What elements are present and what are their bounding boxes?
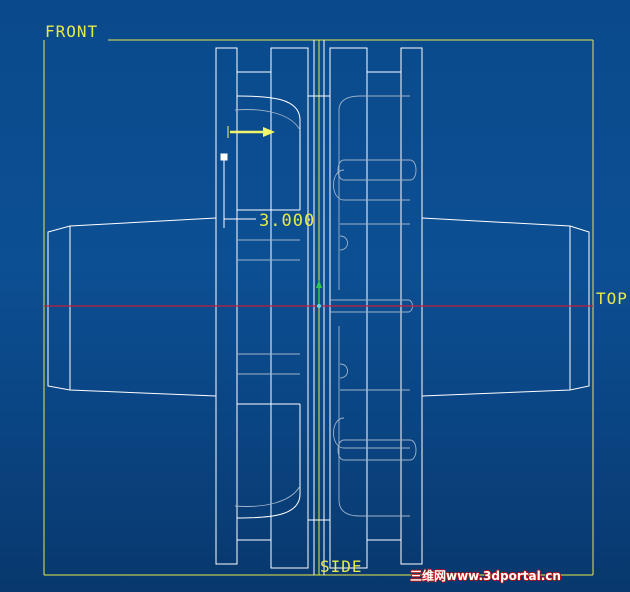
left-inner-disc <box>270 47 309 569</box>
left-shaft <box>47 217 217 397</box>
drag-handle <box>220 153 228 161</box>
coordinate-axes <box>44 280 593 308</box>
watermark-logo: 三维网www.3dportal.cn <box>410 569 561 583</box>
dimension-annotation[interactable] <box>220 153 256 228</box>
drag-direction-arrow[interactable] <box>227 126 275 138</box>
right-inner-disc <box>329 47 368 569</box>
datum-front-label: FRONT <box>45 22 99 41</box>
hidden-lines <box>234 95 417 517</box>
dimension-value[interactable]: 3.000 <box>259 211 316 231</box>
right-shaft <box>421 217 590 397</box>
datum-front-plane[interactable] <box>43 39 594 576</box>
datum-side-label: SIDE <box>320 557 363 576</box>
datum-top-label: TOP <box>596 289 628 308</box>
